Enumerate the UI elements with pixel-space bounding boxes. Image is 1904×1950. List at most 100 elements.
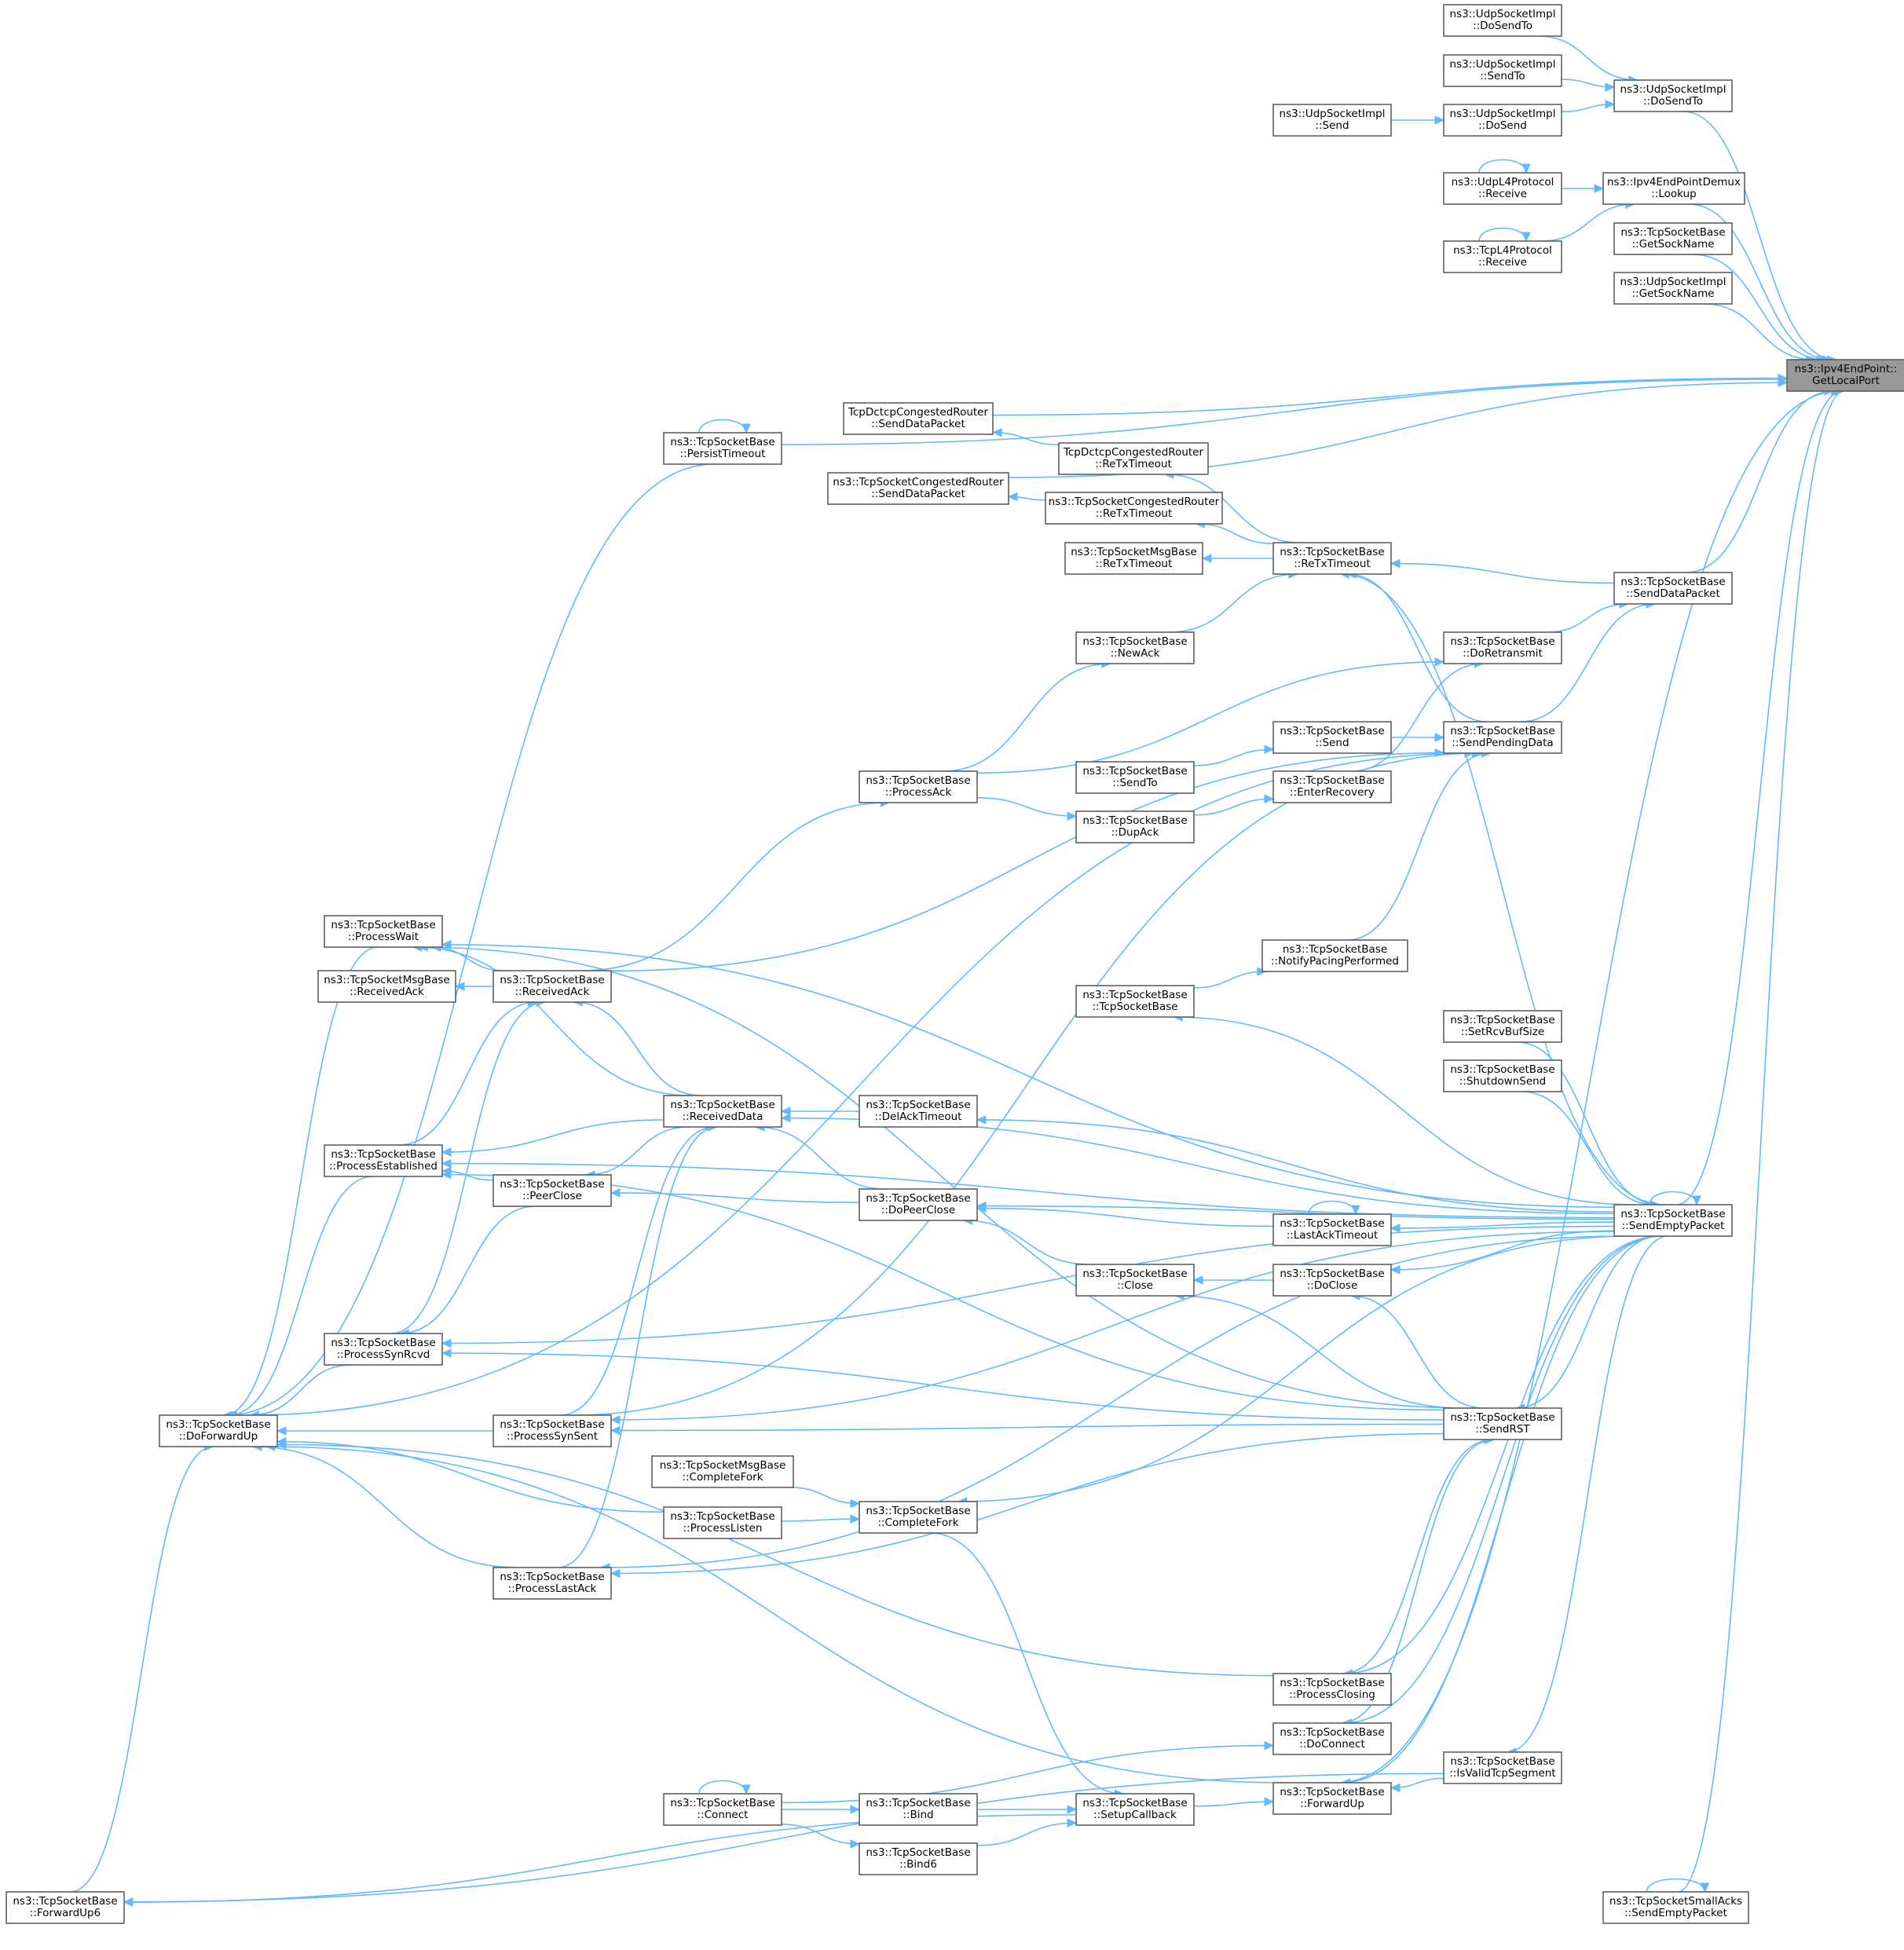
node-label: ::SetRcvBufSize bbox=[1461, 1026, 1544, 1038]
node-label: ::ReTxTimeout bbox=[1096, 507, 1173, 520]
node-lastack-timeout[interactable]: ns3::TcpSocketBase::LastAckTimeout bbox=[1272, 1213, 1392, 1246]
node-process-synsent[interactable]: ns3::TcpSocketBase::ProcessSynSent bbox=[492, 1414, 612, 1447]
edge-arrowhead bbox=[1067, 1805, 1078, 1814]
node-process-established[interactable]: ns3::TcpSocketBase::ProcessEstablished bbox=[324, 1144, 443, 1177]
edge-forward-up-to-do-forward-up bbox=[265, 1446, 1285, 1784]
edge-smallacks-send-to-root bbox=[1677, 390, 1844, 1893]
node-peer-close[interactable]: ns3::TcpSocketBase::PeerClose bbox=[492, 1174, 612, 1207]
node-tcp-retx[interactable]: ns3::TcpSocketBase::ReTxTimeout bbox=[1272, 542, 1392, 575]
edge-process-ack-to-dup-ack bbox=[976, 797, 1077, 817]
node-dup-ack[interactable]: ns3::TcpSocketBase::DupAck bbox=[1075, 810, 1195, 843]
node-complete-fork[interactable]: ns3::TcpSocketBase::CompleteFork bbox=[859, 1501, 978, 1534]
node-process-listen[interactable]: ns3::TcpSocketBase::ProcessListen bbox=[663, 1506, 782, 1539]
node-msg-completefork[interactable]: ns3::TcpSocketMsgBase::CompleteFork bbox=[651, 1455, 794, 1488]
node-label: ::ReceivedAck bbox=[350, 986, 424, 998]
node-udpl4-receive[interactable]: ns3::UdpL4Protocol::Receive bbox=[1443, 172, 1562, 205]
node-box bbox=[1075, 1793, 1195, 1826]
node-send-rst[interactable]: ns3::TcpSocketBase::SendRST bbox=[1443, 1407, 1562, 1440]
node-box bbox=[1075, 631, 1195, 664]
node-label: ns3::UdpL4Protocol bbox=[1452, 176, 1554, 188]
node-smallacks-send[interactable]: ns3::TcpSocketSmallAcks::SendEmptyPacket bbox=[1602, 1891, 1749, 1924]
edge-send-empty-to-do-close bbox=[1390, 1230, 1615, 1271]
node-tcp-getsockname[interactable]: ns3::TcpSocketBase::GetSockName bbox=[1613, 222, 1733, 255]
node-tcp-close[interactable]: ns3::TcpSocketBase::Close bbox=[1075, 1264, 1195, 1297]
node-label: ns3::TcpSocketBase bbox=[1280, 774, 1384, 787]
node-process-lastack[interactable]: ns3::TcpSocketBase::ProcessLastAck bbox=[492, 1567, 612, 1600]
node-do-forward-up[interactable]: ns3::TcpSocketBase::DoForwardUp bbox=[159, 1414, 278, 1447]
node-udp-send[interactable]: ns3::UdpSocketImpl::Send bbox=[1272, 104, 1392, 137]
node-delack-timeout[interactable]: ns3::TcpSocketBase::DelAckTimeout bbox=[859, 1095, 978, 1128]
node-do-connect[interactable]: ns3::TcpSocketBase::DoConnect bbox=[1272, 1722, 1392, 1755]
node-box bbox=[492, 1567, 612, 1600]
edge-send-empty-to-do-peer-close bbox=[976, 1205, 1615, 1220]
node-label: ::ReTxTimeout bbox=[1096, 558, 1173, 570]
node-tcp-ctor[interactable]: ns3::TcpSocketBase::TcpSocketBase bbox=[1075, 985, 1195, 1018]
node-udp-getsockname[interactable]: ns3::UdpSocketImpl::GetSockName bbox=[1613, 272, 1733, 305]
node-udp-dosendto-a[interactable]: ns3::UdpSocketImpl::DoSendTo bbox=[1443, 4, 1562, 37]
node-root[interactable]: ns3::Ipv4EndPoint::GetLocalPort bbox=[1786, 359, 1904, 392]
node-setup-callback[interactable]: ns3::TcpSocketBase::SetupCallback bbox=[1075, 1793, 1195, 1826]
node-process-ack[interactable]: ns3::TcpSocketBase::ProcessAck bbox=[859, 770, 978, 803]
node-tcp-bind[interactable]: ns3::TcpSocketBase::Bind bbox=[859, 1793, 978, 1826]
node-received-data[interactable]: ns3::TcpSocketBase::ReceivedData bbox=[663, 1095, 782, 1128]
node-send-pending[interactable]: ns3::TcpSocketBase::SendPendingData bbox=[1443, 721, 1562, 754]
node-cong-retx[interactable]: ns3::TcpSocketCongestedRouter::ReTxTimeo… bbox=[1045, 492, 1223, 525]
node-label: ::PeerClose bbox=[522, 1190, 582, 1202]
node-label: TcpDctcpCongestedRouter bbox=[848, 406, 989, 419]
node-dctcp-senddata[interactable]: TcpDctcpCongestedRouter::SendDataPacket bbox=[843, 402, 994, 435]
node-label: ns3::TcpSocketBase bbox=[166, 1418, 270, 1431]
node-process-synrcvd[interactable]: ns3::TcpSocketBase::ProcessSynRcvd bbox=[324, 1333, 443, 1366]
node-process-closing[interactable]: ns3::TcpSocketBase::ProcessClosing bbox=[1272, 1673, 1392, 1706]
node-udp-dosend[interactable]: ns3::UdpSocketImpl::DoSend bbox=[1443, 104, 1562, 137]
node-tcp-connect[interactable]: ns3::TcpSocketBase::Connect bbox=[663, 1793, 782, 1826]
node-box bbox=[1443, 240, 1562, 273]
node-forward-up6[interactable]: ns3::TcpSocketBase::ForwardUp6 bbox=[5, 1891, 125, 1924]
node-notify-pacing[interactable]: ns3::TcpSocketBase::NotifyPacingPerforme… bbox=[1261, 939, 1408, 972]
edge-send-empty-to-lastack-timeout bbox=[1390, 1221, 1615, 1229]
node-shutdown-send[interactable]: ns3::TcpSocketBase::ShutdownSend bbox=[1443, 1059, 1562, 1092]
node-label: ns3::TcpSocketBase bbox=[500, 974, 604, 986]
node-do-peer-close[interactable]: ns3::TcpSocketBase::DoPeerClose bbox=[859, 1188, 978, 1221]
node-label: ::ProcessSynSent bbox=[507, 1430, 598, 1443]
node-box bbox=[1075, 985, 1195, 1018]
node-process-wait[interactable]: ns3::TcpSocketBase::ProcessWait bbox=[324, 915, 443, 948]
node-forward-up[interactable]: ns3::TcpSocketBase::ForwardUp bbox=[1272, 1782, 1392, 1815]
node-udp-sendto[interactable]: ns3::UdpSocketImpl::SendTo bbox=[1443, 54, 1562, 87]
node-label: ns3::TcpSocketBase bbox=[1082, 1797, 1187, 1809]
node-udp-dosendto-b[interactable]: ns3::UdpSocketImpl::DoSendTo bbox=[1613, 79, 1733, 112]
edge-arrowhead bbox=[610, 1415, 621, 1425]
node-label: ns3::TcpSocketBase bbox=[1280, 1726, 1384, 1739]
edge-process-lastack-to-received-data bbox=[558, 1126, 717, 1568]
edge-arrowhead bbox=[976, 1115, 987, 1125]
node-dctcp-retx[interactable]: TcpDctcpCongestedRouter::ReTxTimeout bbox=[1058, 442, 1209, 475]
node-set-rcvbuf[interactable]: ns3::TcpSocketBase::SetRcvBufSize bbox=[1443, 1010, 1562, 1043]
node-tcpl4-receive[interactable]: ns3::TcpL4Protocol::Receive bbox=[1443, 240, 1562, 273]
node-do-close[interactable]: ns3::TcpSocketBase::DoClose bbox=[1272, 1264, 1392, 1297]
edge-send-empty-to-tcp-ctor bbox=[1174, 1016, 1635, 1205]
node-enter-recovery[interactable]: ns3::TcpSocketBase::EnterRecovery bbox=[1272, 770, 1392, 803]
node-is-valid-seg[interactable]: ns3::TcpSocketBase::IsValidTcpSegment bbox=[1443, 1751, 1562, 1784]
node-cong-senddata[interactable]: ns3::TcpSocketCongestedRouter::SendDataP… bbox=[827, 472, 1009, 505]
node-do-retransmit[interactable]: ns3::TcpSocketBase::DoRetransmit bbox=[1443, 631, 1562, 664]
node-tcp-bind6[interactable]: ns3::TcpSocketBase::Bind6 bbox=[859, 1842, 978, 1875]
edge-arrowhead bbox=[1264, 1740, 1275, 1751]
node-tcp-senddatapacket[interactable]: ns3::TcpSocketBase::SendDataPacket bbox=[1613, 572, 1733, 605]
node-new-ack[interactable]: ns3::TcpSocketBase::NewAck bbox=[1075, 631, 1195, 664]
node-ipv4-lookup[interactable]: ns3::Ipv4EndPointDemux::Lookup bbox=[1602, 172, 1745, 205]
node-box bbox=[1272, 1213, 1392, 1246]
node-tcp-send[interactable]: ns3::TcpSocketBase::Send bbox=[1272, 721, 1392, 754]
node-msg-receivedack[interactable]: ns3::TcpSocketMsgBase::ReceivedAck bbox=[317, 970, 456, 1003]
edge-arrowhead bbox=[1434, 115, 1445, 125]
node-persist-timeout[interactable]: ns3::TcpSocketBase::PersistTimeout bbox=[663, 432, 782, 465]
node-label: ns3::TcpSocketBase bbox=[331, 919, 435, 931]
node-send-empty[interactable]: ns3::TcpSocketBase::SendEmptyPacket bbox=[1613, 1204, 1733, 1237]
edge-do-retransmit-to-tcp-senddatapacket bbox=[1547, 603, 1628, 633]
node-label: ns3::TcpSocketBase bbox=[1082, 814, 1187, 827]
edge-received-data-to-received-ack bbox=[573, 1001, 701, 1096]
node-label: ns3::TcpSocketSmallAcks bbox=[1609, 1895, 1742, 1908]
node-tcp-sendto[interactable]: ns3::TcpSocketBase::SendTo bbox=[1075, 761, 1195, 794]
node-box bbox=[1064, 542, 1203, 575]
edge-msg-completefork-to-complete-fork bbox=[789, 1487, 860, 1505]
node-received-ack[interactable]: ns3::TcpSocketBase::ReceivedAck bbox=[492, 970, 612, 1003]
node-msg-retx[interactable]: ns3::TcpSocketMsgBase::ReTxTimeout bbox=[1064, 542, 1203, 575]
